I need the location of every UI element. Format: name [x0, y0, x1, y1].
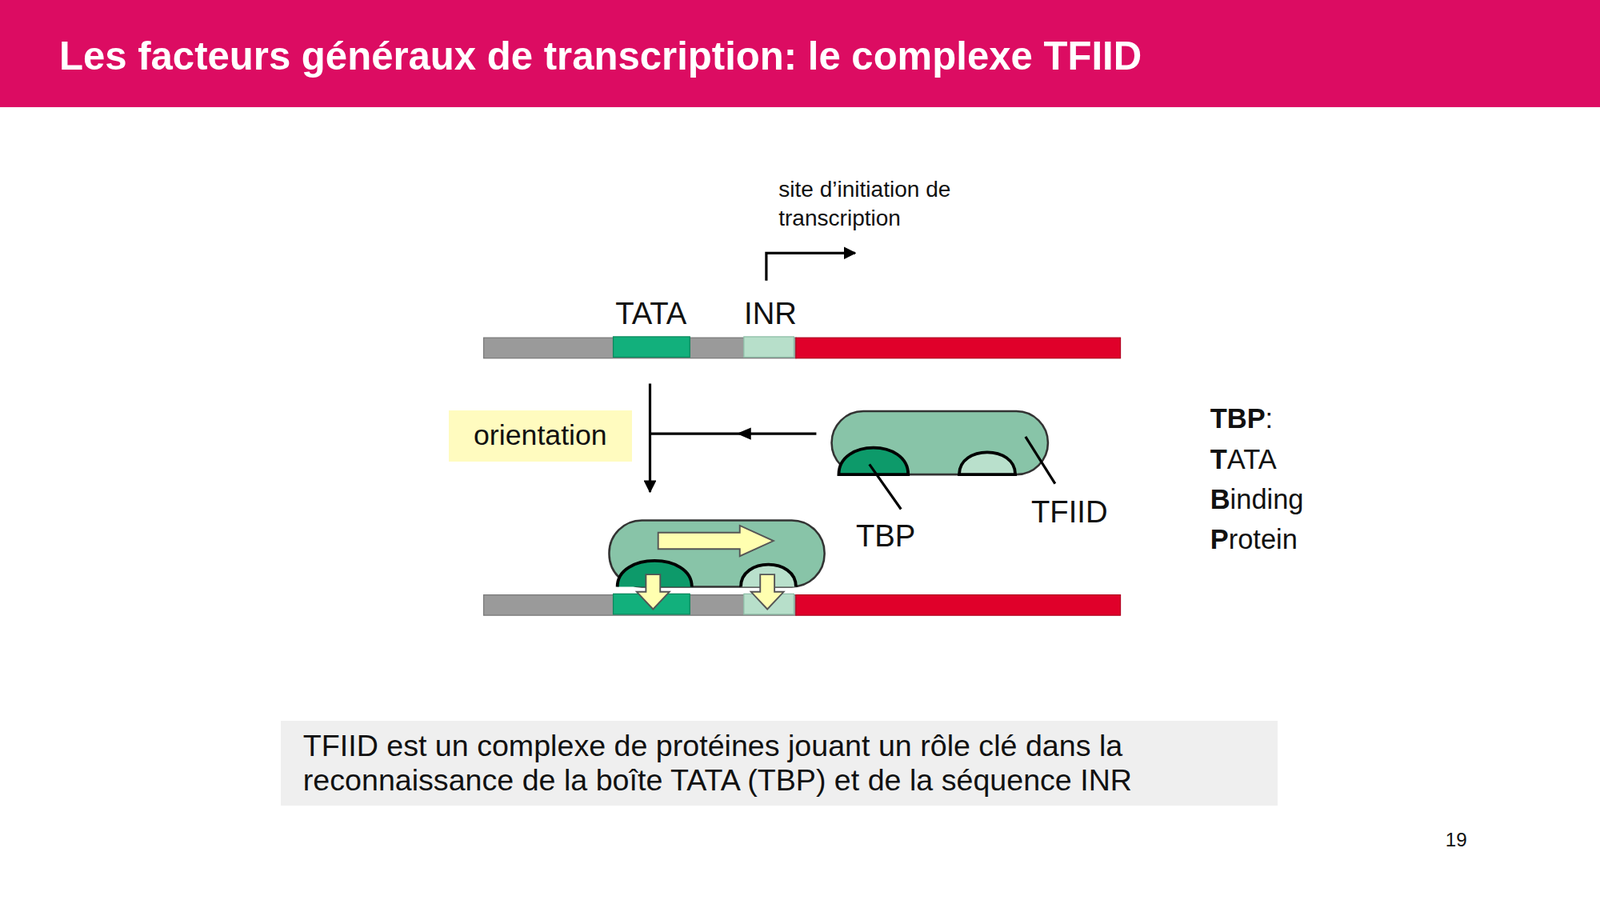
tfiid-complex — [832, 411, 1048, 475]
part-label: TBP — [856, 517, 916, 555]
orientation-arrow — [650, 384, 817, 492]
title-bar — [0, 0, 1600, 108]
start-arrow — [766, 252, 856, 280]
tfiid-bound — [608, 520, 824, 610]
leader-line — [869, 464, 902, 509]
element-label: INR — [744, 295, 797, 332]
site-label: site d’initiation de transcription — [778, 175, 1034, 232]
caption-text: TFIID est un complexe de protéines jouan… — [303, 728, 1256, 799]
page-number: 19 — [1445, 828, 1468, 852]
part-label: TFIID — [1031, 493, 1108, 531]
box-text: orientation — [473, 419, 608, 452]
leader-line — [1025, 436, 1056, 484]
plain-part: ATA — [1227, 444, 1277, 476]
dna-strand-top — [484, 336, 1121, 359]
bold-initial: T — [1210, 444, 1228, 476]
acronym-word: Protein — [1210, 523, 1298, 556]
dna-strand-bottom — [484, 593, 1121, 616]
bold-part: TBP — [1210, 404, 1266, 435]
highlight-box: orientation — [448, 410, 632, 462]
plain-part: inding — [1230, 484, 1304, 515]
bold-initial: B — [1210, 484, 1231, 515]
acronym-word: TATA — [1210, 444, 1277, 477]
element-label: TATA — [615, 295, 687, 332]
slide-title: Les facteurs généraux de transcription: … — [59, 32, 1142, 80]
plain-part: rotein — [1228, 524, 1298, 555]
caption-box: TFIID est un complexe de protéines jouan… — [280, 720, 1278, 807]
acronym-label: TBP: — [1210, 403, 1273, 436]
plain-part: : — [1265, 404, 1274, 435]
bold-initial: P — [1210, 524, 1229, 555]
acronym-word: Binding — [1210, 483, 1304, 516]
